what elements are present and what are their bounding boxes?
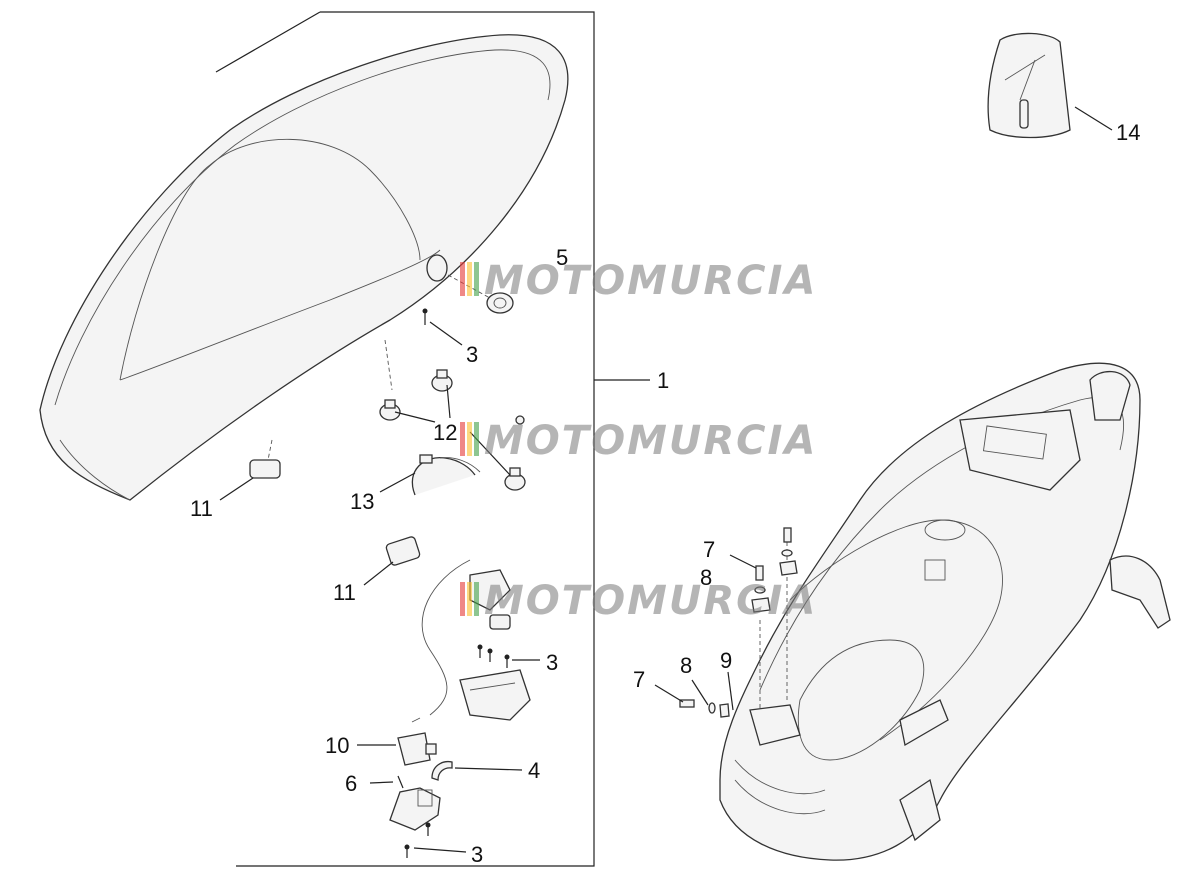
- callout-4: 4: [528, 758, 540, 783]
- latch-housing: [459, 669, 531, 721]
- watermark-text: MOTOMURCIA: [484, 418, 817, 464]
- tool-kit: [987, 32, 1071, 139]
- callout-7: 7: [703, 537, 715, 562]
- watermark-3: MOTOMURCIA: [460, 578, 817, 624]
- callout-11: 11: [190, 496, 213, 521]
- pin: [397, 775, 404, 789]
- rear-latch: [749, 535, 801, 746]
- lock-cover: [389, 787, 441, 831]
- screws-group: [404, 644, 510, 858]
- seat-release-cable: [411, 559, 511, 723]
- callout-1: 1: [657, 368, 669, 393]
- callout-13: 13: [350, 489, 374, 514]
- bolts-nuts: [679, 527, 798, 718]
- callout-8: 8: [680, 653, 692, 678]
- scooter-body: [719, 362, 1171, 861]
- leader-lines: [219, 106, 1113, 853]
- seat-hinge-pad: [249, 459, 421, 566]
- clip: [431, 760, 453, 781]
- assembly-bracket: [215, 11, 595, 867]
- callout-labels: 1 3 3 3 4 5 6 7 7 8 8 9 10 11 11 12 13 1…: [190, 120, 1140, 867]
- callout-5: 5: [556, 245, 568, 270]
- callout-3: 3: [546, 650, 558, 675]
- lock-body: [397, 732, 437, 766]
- callout-14: 14: [1116, 120, 1140, 145]
- watermark-text: MOTOMURCIA: [484, 258, 817, 304]
- callout-7: 7: [633, 667, 645, 692]
- seat: [39, 34, 569, 501]
- callout-8: 8: [700, 565, 712, 590]
- callout-12: 12: [433, 420, 457, 445]
- screw: [422, 308, 428, 325]
- callout-3: 3: [466, 342, 478, 367]
- seat-hook: [411, 454, 481, 496]
- callout-11: 11: [333, 580, 356, 605]
- callout-6: 6: [345, 771, 357, 796]
- callout-3: 3: [471, 842, 483, 867]
- callout-10: 10: [325, 733, 349, 758]
- callout-9: 9: [720, 648, 732, 673]
- watermark-2: MOTOMURCIA: [460, 418, 817, 464]
- watermark-text: MOTOMURCIA: [484, 578, 817, 624]
- watermark-1: MOTOMURCIA: [460, 258, 817, 304]
